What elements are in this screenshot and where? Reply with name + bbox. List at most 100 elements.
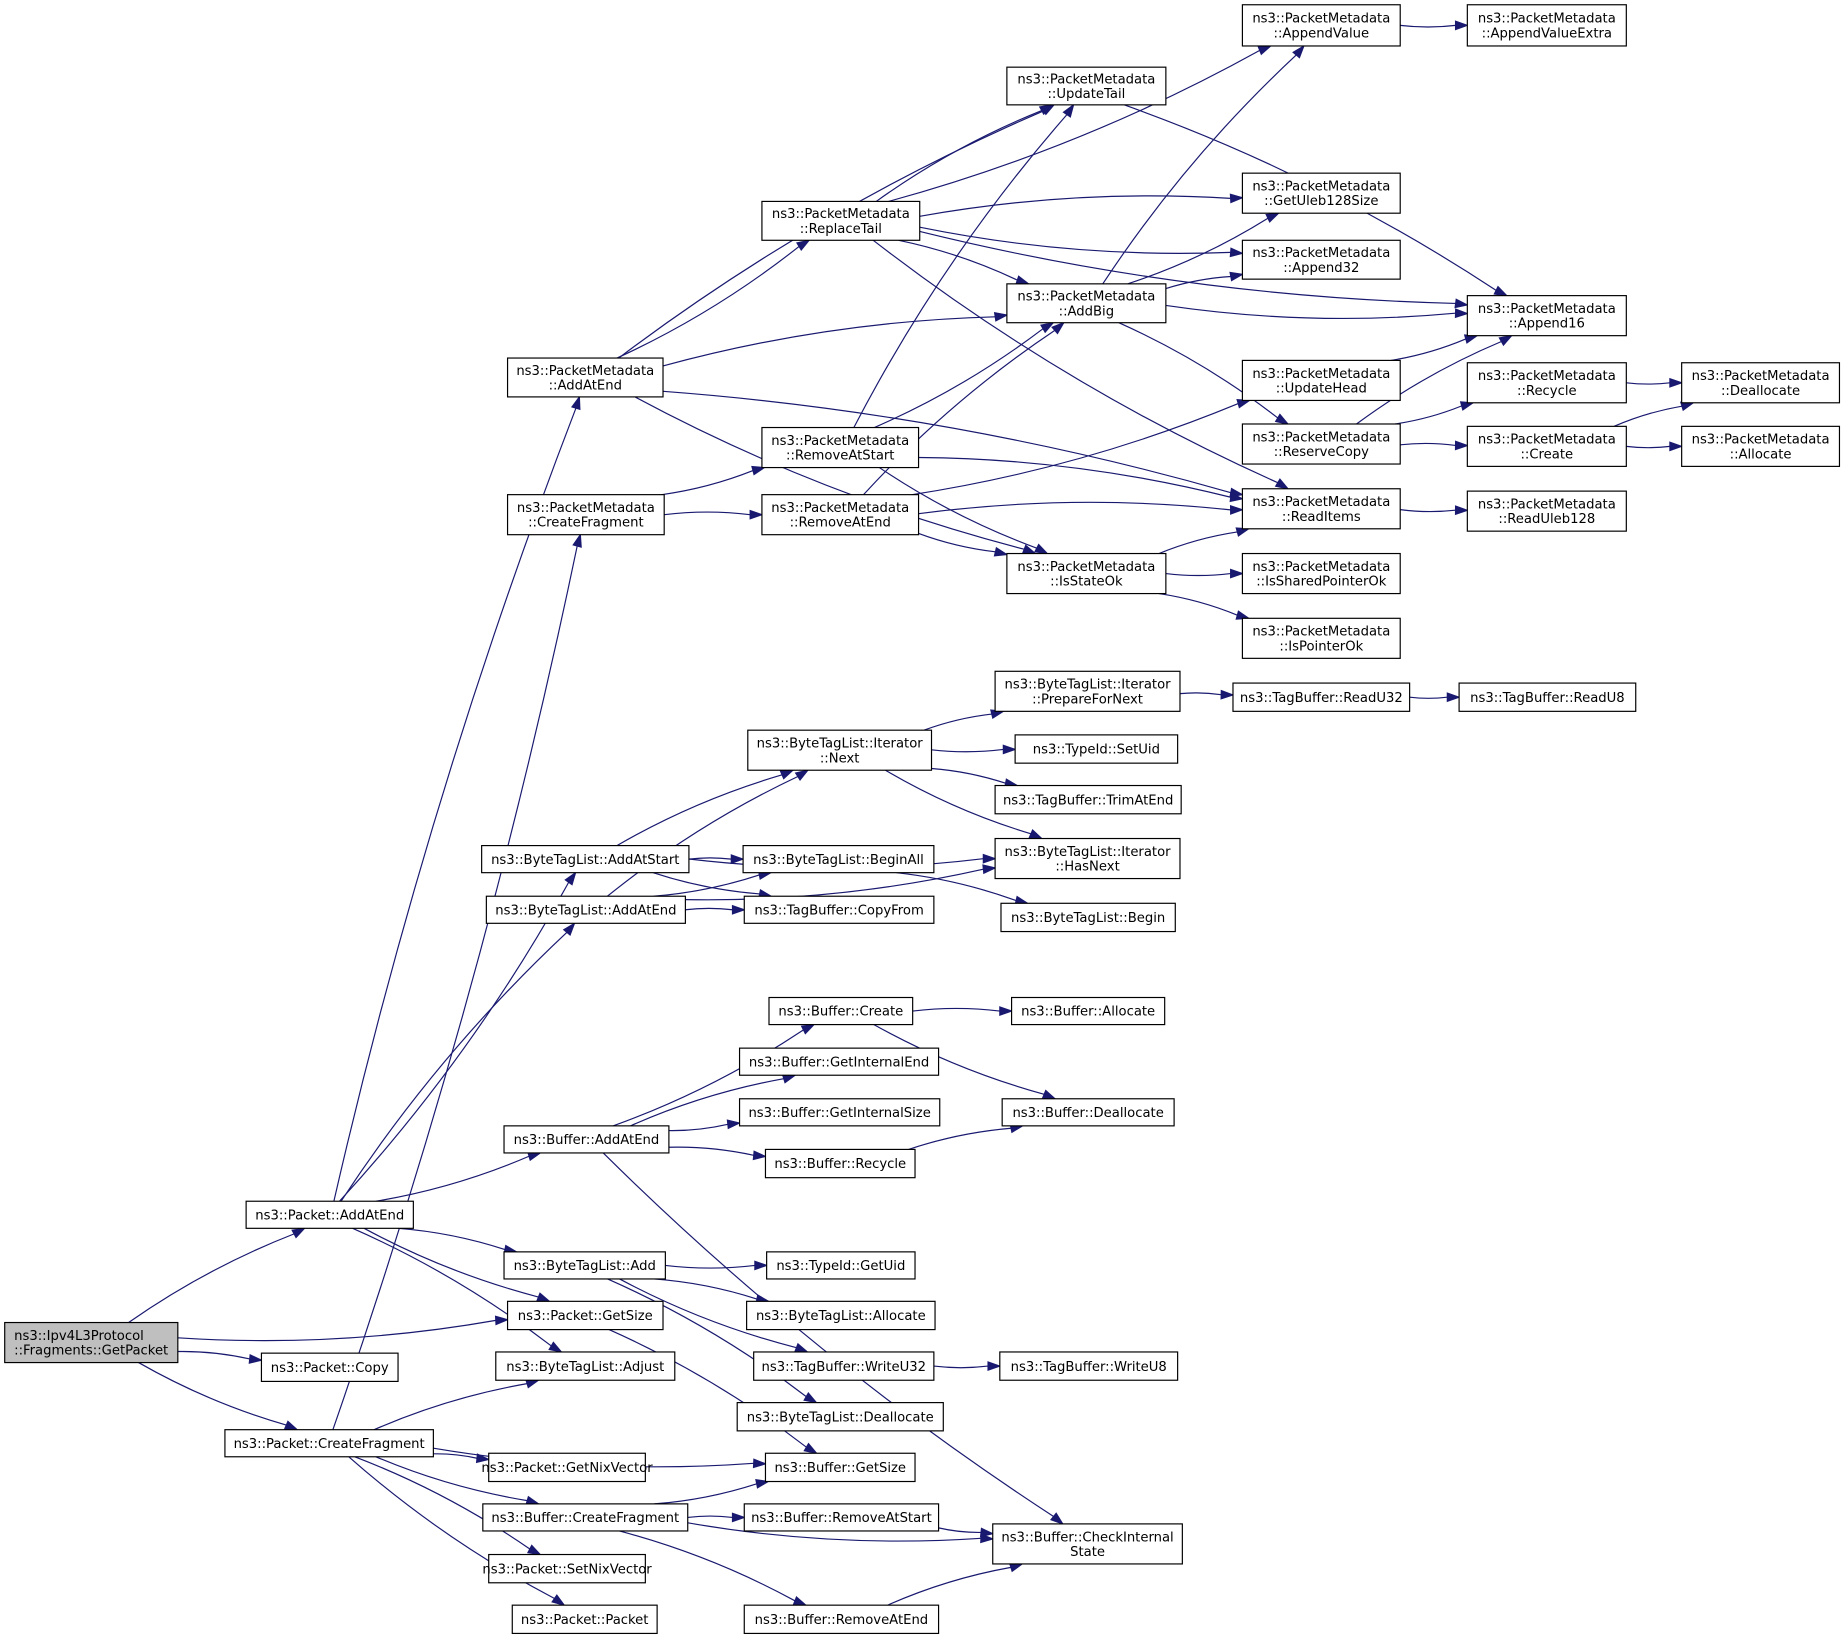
node-buf_createfragment[interactable]: ns3::Buffer::CreateFragment xyxy=(482,1503,689,1532)
node-btl_adjust[interactable]: ns3::ByteTagList::Adjust xyxy=(495,1351,676,1381)
node-tb_trimatend[interactable]: ns3::TagBuffer::TrimAtEnd xyxy=(994,784,1182,815)
node-pm_recycle[interactable]: ns3::PacketMetadata::Recycle xyxy=(1466,362,1627,404)
node-pkt_getsize[interactable]: ns3::Packet::GetSize xyxy=(506,1300,664,1331)
arrowhead-icon xyxy=(754,1260,769,1271)
node-pkt_copy[interactable]: ns3::Packet::Copy xyxy=(260,1352,399,1382)
node-pm_deallocate[interactable]: ns3::PacketMetadata::Deallocate xyxy=(1681,362,1841,404)
node-box xyxy=(1241,172,1401,214)
node-buf_removeatstart[interactable]: ns3::Buffer::RemoveAtStart xyxy=(743,1503,940,1532)
edge-pm_addbig-to-pm_append16 xyxy=(1165,304,1470,320)
node-typeid_setuid[interactable]: ns3::TypeId::SetUid xyxy=(1014,734,1179,764)
node-label: ns3::PacketMetadata xyxy=(1252,625,1390,640)
node-pm_updatehead[interactable]: ns3::PacketMetadata::UpdateHead xyxy=(1241,359,1401,402)
node-pkt_packet[interactable]: ns3::Packet::Packet xyxy=(511,1604,658,1635)
arrowhead-icon xyxy=(726,1119,742,1130)
node-pkt_getnixvector[interactable]: ns3::Packet::GetNixVector xyxy=(481,1452,653,1483)
node-buf_allocate[interactable]: ns3::Buffer::Allocate xyxy=(1011,996,1166,1026)
node-pkt_createfragment[interactable]: ns3::Packet::CreateFragment xyxy=(224,1429,434,1458)
edge-line xyxy=(652,872,760,895)
node-pm_append32[interactable]: ns3::PacketMetadata::Append32 xyxy=(1241,239,1401,280)
node-pm_isstateok[interactable]: ns3::PacketMetadata::IsStateOk xyxy=(1006,552,1167,595)
node-pm_getuleb128size[interactable]: ns3::PacketMetadata::GetUleb128Size xyxy=(1241,172,1401,214)
edge-tb_writeu32-to-tb_writeu8 xyxy=(933,1361,1002,1372)
node-pm_replacetail[interactable]: ns3::PacketMetadata::ReplaceTail xyxy=(761,200,921,241)
node-buf_getinternalsize[interactable]: ns3::Buffer::GetInternalSize xyxy=(738,1098,941,1127)
node-pkt_setnixvector[interactable]: ns3::Packet::SetNixVector xyxy=(482,1553,652,1584)
node-label: ns3::PacketMetadata xyxy=(771,434,909,449)
edge-btl_add-to-btl_deallocate xyxy=(607,1278,818,1404)
node-label: ns3::Buffer::Recycle xyxy=(774,1157,906,1172)
edge-pkt_addatend-to-btl_adjust xyxy=(352,1227,563,1353)
node-buf_getsize[interactable]: ns3::Buffer::GetSize xyxy=(764,1452,916,1483)
arrowhead-icon xyxy=(1050,1512,1065,1526)
node-pm_ispointerok[interactable]: ns3::PacketMetadata::IsPointerOk xyxy=(1241,617,1401,659)
node-pm_readitems[interactable]: ns3::PacketMetadata::ReadItems xyxy=(1241,488,1401,530)
edge-line xyxy=(128,1233,295,1324)
node-buf_getinternalend[interactable]: ns3::Buffer::GetInternalEnd xyxy=(738,1047,940,1076)
node-btl_begin[interactable]: ns3::ByteTagList::Begin xyxy=(1000,902,1176,933)
node-pm_create[interactable]: ns3::PacketMetadata::Create xyxy=(1466,425,1627,467)
arrowhead-icon xyxy=(1669,377,1684,388)
node-pm_removeatend[interactable]: ns3::PacketMetadata::RemoveAtEnd xyxy=(761,494,920,536)
edge-pkt_createfragment-to-pkt_setnixvector xyxy=(354,1456,542,1556)
node-btl_addatend[interactable]: ns3::ByteTagList::AddAtEnd xyxy=(485,895,686,924)
node-box xyxy=(747,729,933,771)
node-pm_addatend[interactable]: ns3::PacketMetadata::AddAtEnd xyxy=(506,357,664,398)
node-btl_beginall[interactable]: ns3::ByteTagList::BeginAll xyxy=(742,844,935,874)
node-pm_issharedpointerok[interactable]: ns3::PacketMetadata::IsSharedPointerOk xyxy=(1241,552,1401,595)
node-pm_readuleb128[interactable]: ns3::PacketMetadata::ReadUleb128 xyxy=(1466,490,1627,532)
node-buf_deallocate[interactable]: ns3::Buffer::Deallocate xyxy=(1001,1098,1175,1127)
edge-line xyxy=(685,907,733,911)
node-btl_addatstart[interactable]: ns3::ByteTagList::AddAtStart xyxy=(481,844,690,874)
node-btl_add[interactable]: ns3::ByteTagList::Add xyxy=(503,1251,666,1280)
edge-buf_createfragment-to-buf_getsize xyxy=(654,1479,771,1505)
node-buf_recycle[interactable]: ns3::Buffer::Recycle xyxy=(764,1148,916,1179)
node-box xyxy=(736,1402,944,1432)
node-btl_it_hasnext[interactable]: ns3::ByteTagList::Iterator::HasNext xyxy=(994,837,1181,880)
edge-line xyxy=(1400,24,1456,28)
node-btl_deallocate[interactable]: ns3::ByteTagList::Deallocate xyxy=(736,1402,944,1432)
arrowhead-icon xyxy=(752,1458,768,1469)
edge-line xyxy=(138,1362,287,1426)
edge-line xyxy=(687,1515,733,1519)
node-pm_addbig[interactable]: ns3::PacketMetadata::AddBig xyxy=(1006,283,1167,324)
edge-line xyxy=(931,748,1004,753)
node-pm_updatetail[interactable]: ns3::PacketMetadata::UpdateTail xyxy=(1006,66,1167,106)
node-pm_appendvalue[interactable]: ns3::PacketMetadata::AppendValue xyxy=(1241,4,1401,47)
node-buf_removeatend[interactable]: ns3::Buffer::RemoveAtEnd xyxy=(743,1604,940,1635)
node-pm_createfragment[interactable]: ns3::PacketMetadata::CreateFragment xyxy=(506,494,665,536)
node-pm_append16[interactable]: ns3::PacketMetadata::Append16 xyxy=(1466,295,1627,337)
node-box xyxy=(485,895,686,924)
arrowhead-icon xyxy=(979,1527,995,1538)
node-label: ns3::PacketMetadata xyxy=(1252,180,1390,195)
node-buf_addatend[interactable]: ns3::Buffer::AddAtEnd xyxy=(503,1125,670,1154)
node-tb_readu8[interactable]: ns3::TagBuffer::ReadU8 xyxy=(1458,682,1637,712)
node-pm_removeatstart[interactable]: ns3::PacketMetadata::RemoveAtStart xyxy=(761,426,920,469)
node-pkt_addatend[interactable]: ns3::Packet::AddAtEnd xyxy=(245,1200,414,1229)
node-pm_allocate[interactable]: ns3::PacketMetadata::Allocate xyxy=(1681,425,1841,467)
node-btl_it_next[interactable]: ns3::ByteTagList::Iterator::Next xyxy=(747,729,933,771)
edge-line xyxy=(874,328,1044,429)
edge-line xyxy=(653,1278,758,1300)
arrowhead-icon xyxy=(564,871,577,886)
edge-line xyxy=(653,874,760,897)
node-tb_readu32[interactable]: ns3::TagBuffer::ReadU32 xyxy=(1232,682,1411,712)
edge-line xyxy=(662,316,996,367)
node-tb_writeu8[interactable]: ns3::TagBuffer::WriteU8 xyxy=(999,1351,1179,1381)
node-tb_copyfrom[interactable]: ns3::TagBuffer::CopyFrom xyxy=(743,895,935,924)
node-buf_create[interactable]: ns3::Buffer::Create xyxy=(768,996,914,1026)
node-pm_reservecopy[interactable]: ns3::PacketMetadata::ReserveCopy xyxy=(1241,423,1401,465)
edge-line xyxy=(898,239,1018,281)
node-tb_writeu32[interactable]: ns3::TagBuffer::WriteU32 xyxy=(753,1351,935,1381)
edge-buf_addatend-to-buf_recycle xyxy=(668,1146,768,1161)
node-btl_allocate[interactable]: ns3::ByteTagList::Allocate xyxy=(746,1300,936,1331)
node-btl_it_preparefornext[interactable]: ns3::ByteTagList::Iterator::PrepareForNe… xyxy=(994,670,1181,712)
edge-pm_readitems-to-pm_readuleb128 xyxy=(1400,505,1470,516)
edge-pm_create-to-pm_allocate xyxy=(1626,441,1684,452)
node-box xyxy=(1466,295,1627,337)
node-typeid_getuid[interactable]: ns3::TypeId::GetUid xyxy=(766,1251,916,1280)
node-box xyxy=(1014,734,1179,764)
node-pm_appendvalueextra[interactable]: ns3::PacketMetadata::AppendValueExtra xyxy=(1466,4,1627,47)
edge-line xyxy=(373,1383,528,1431)
